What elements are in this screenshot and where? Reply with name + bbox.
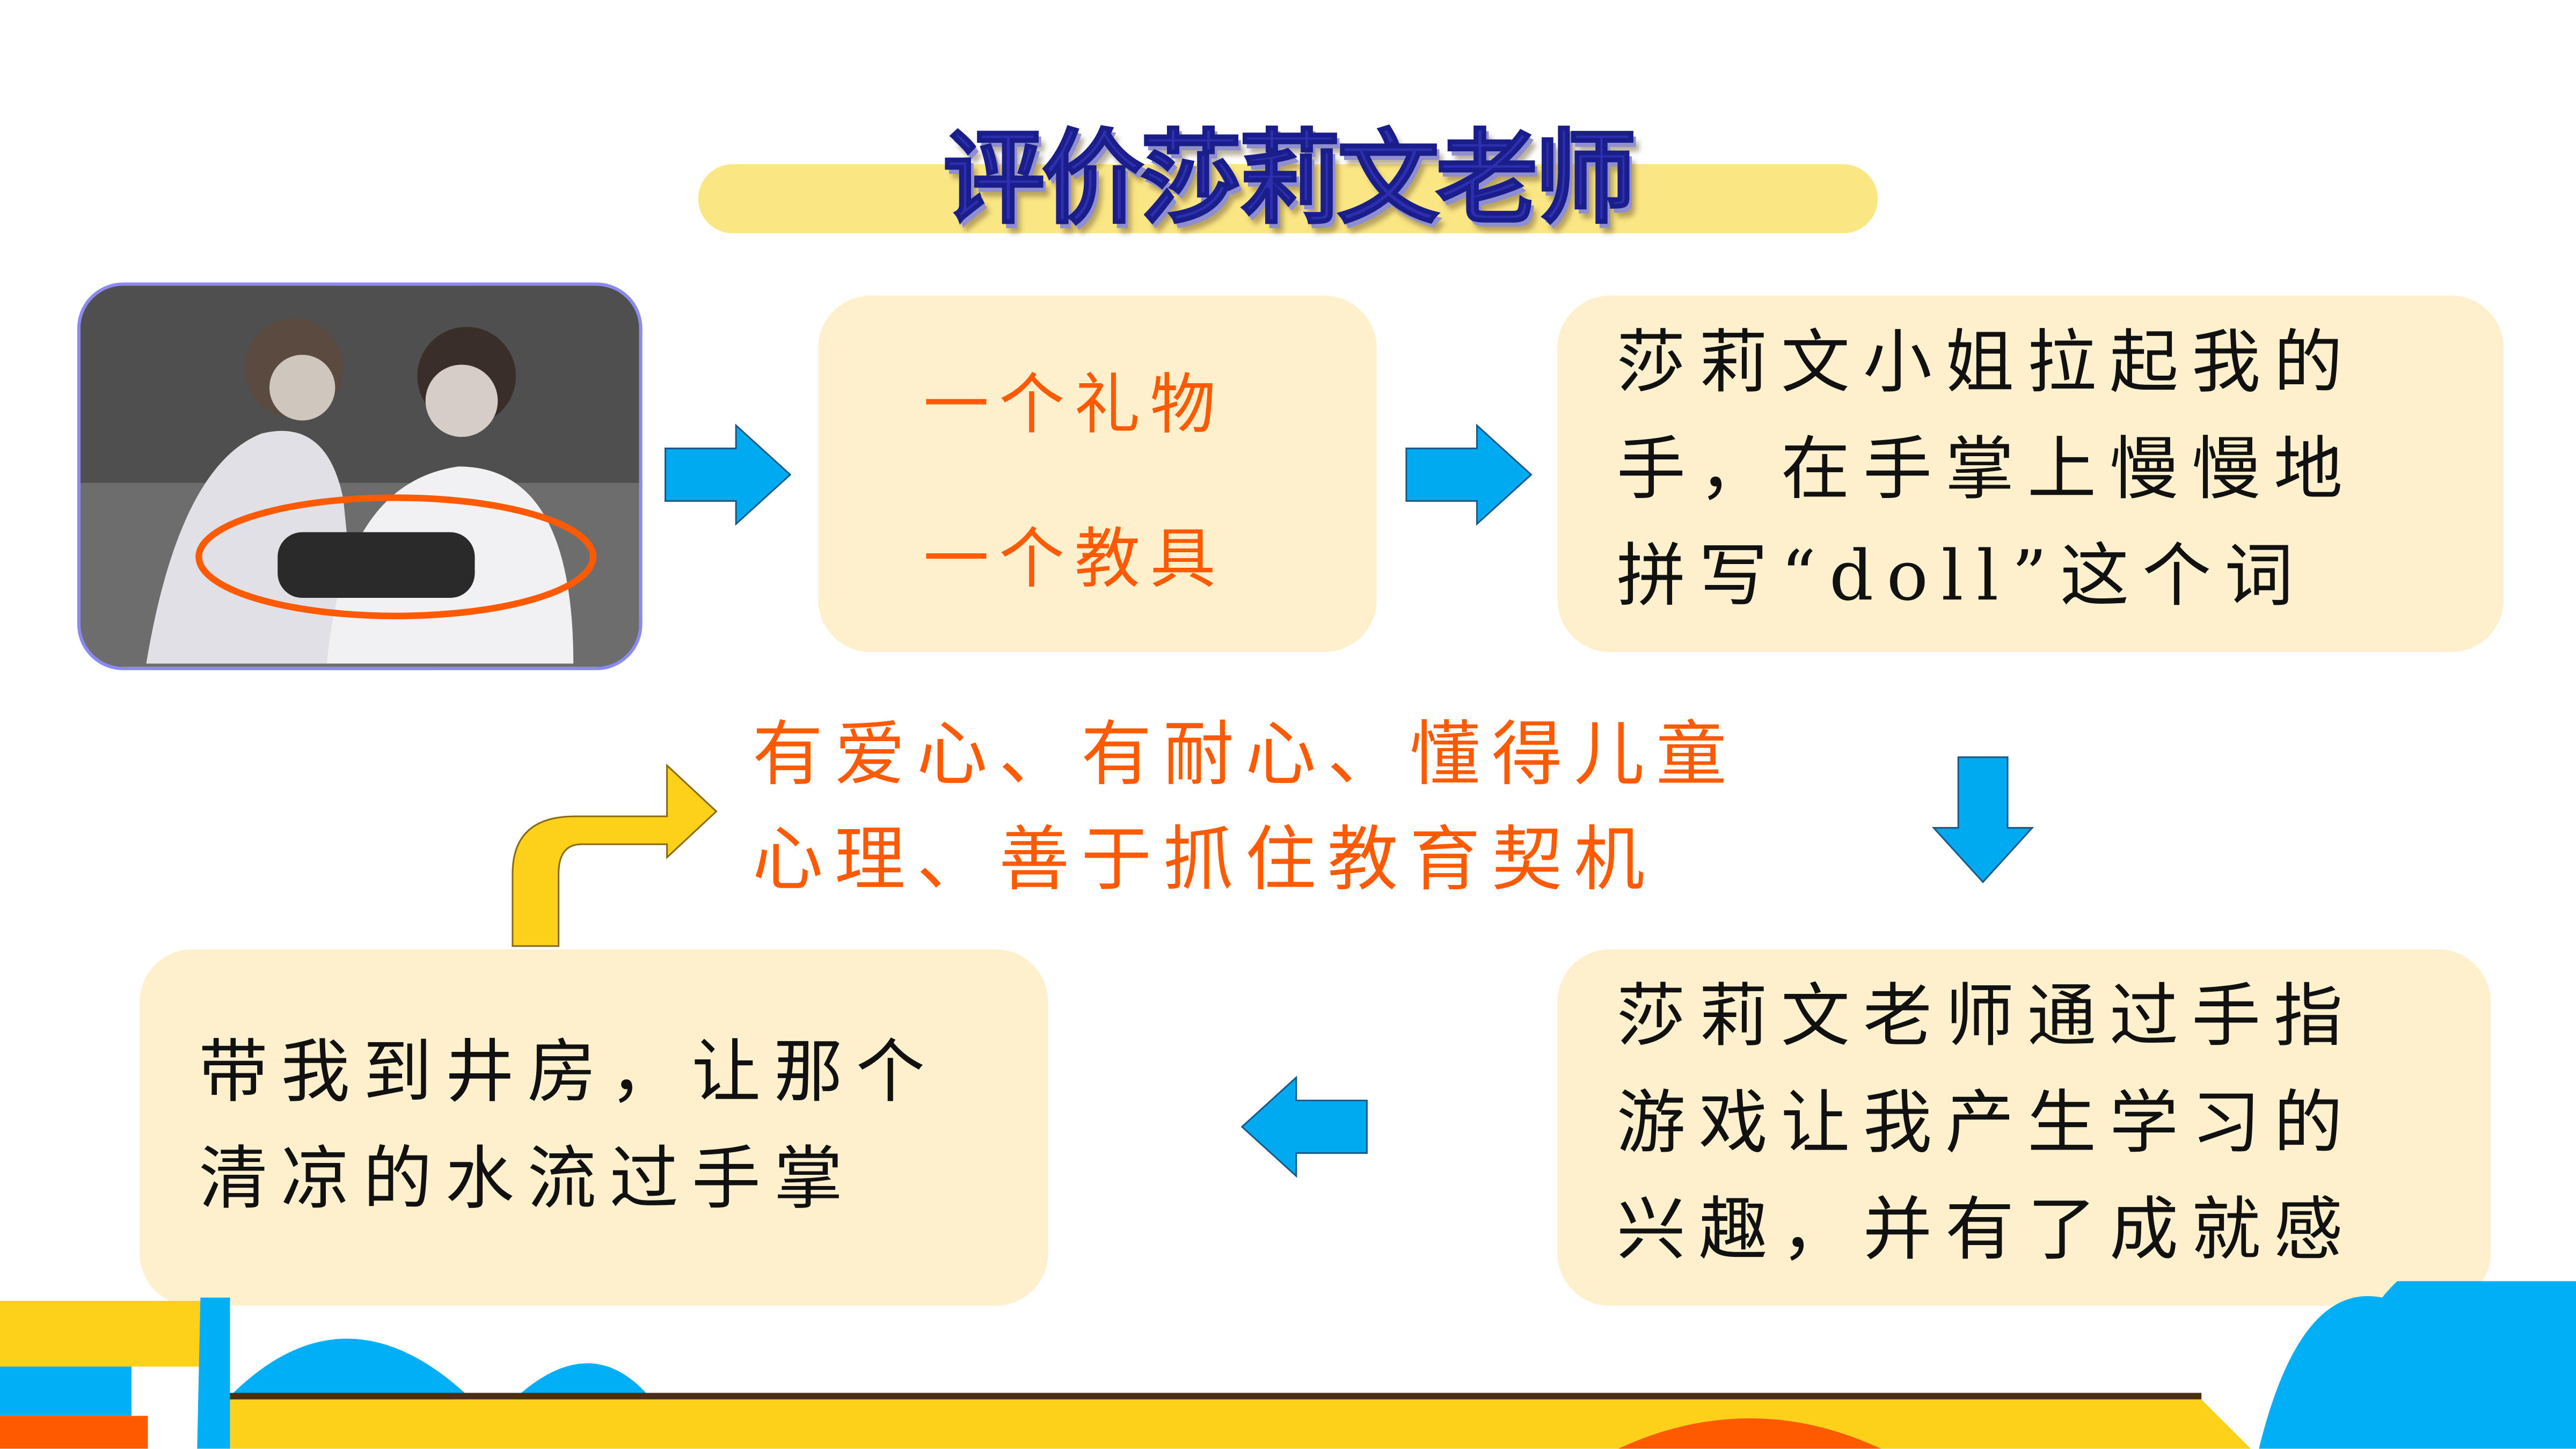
text-line: 清凉的水流过手掌 [199,1138,856,1219]
arrow-right-icon [1405,423,1533,526]
text-line: 游戏让我产生学习的 [1616,1082,2356,1163]
highlight-ellipse [195,494,596,619]
evaluation-text: 有爱心、有耐心、懂得儿童 心理、善于抓住教育契机 [753,703,1738,913]
arrow-bend-up-right-icon [512,763,718,947]
text-line: 带我到井房，让那个 [199,1031,938,1113]
box-text: 莎莉文老师通过手指 游戏让我产生学习的 兴趣，并有了成就感 [1617,963,2356,1283]
spelling-box: 莎莉文小姐拉起我的 手，在手掌上慢慢地 拼写“doll”这个词 [1557,295,2504,653]
teaching-tool-line: 一个教具 [923,522,1226,598]
box-text: 带我到井房，让那个 清凉的水流过手掌 [199,1019,938,1232]
well-house-box: 带我到井房，让那个 清凉的水流过手掌 [140,949,1048,1306]
photo-illustration [80,286,639,667]
text-line: 莎莉文老师通过手指 [1616,975,2356,1056]
text-line: 兴趣，并有了成就感 [1616,1189,2356,1270]
text-line: 有爱心、有耐心、懂得儿童 [752,714,1739,797]
gift-box: 一个礼物 一个教具 [818,295,1377,653]
page-title: 评价莎莉文老师 [942,118,1637,239]
historic-photo [77,282,643,670]
gift-line: 一个礼物 [923,368,1226,444]
arrow-left-icon [1240,1075,1368,1178]
text-line: 莎莉文小姐拉起我的 [1616,321,2356,402]
arrow-right-icon [665,423,792,526]
books-decoration [0,1281,2576,1449]
text-line: 心理、善于抓住教育契机 [752,819,1656,902]
title-banner [698,164,1878,233]
text-line: 手，在手掌上慢慢地 [1616,428,2356,509]
box-text: 莎莉文小姐拉起我的 手，在手掌上慢慢地 拼写“doll”这个词 [1617,309,2356,629]
arrow-down-icon [1932,756,2034,883]
text-line: 拼写“doll”这个词 [1616,535,2307,616]
finger-game-box: 莎莉文老师通过手指 游戏让我产生学习的 兴趣，并有了成就感 [1557,949,2491,1306]
